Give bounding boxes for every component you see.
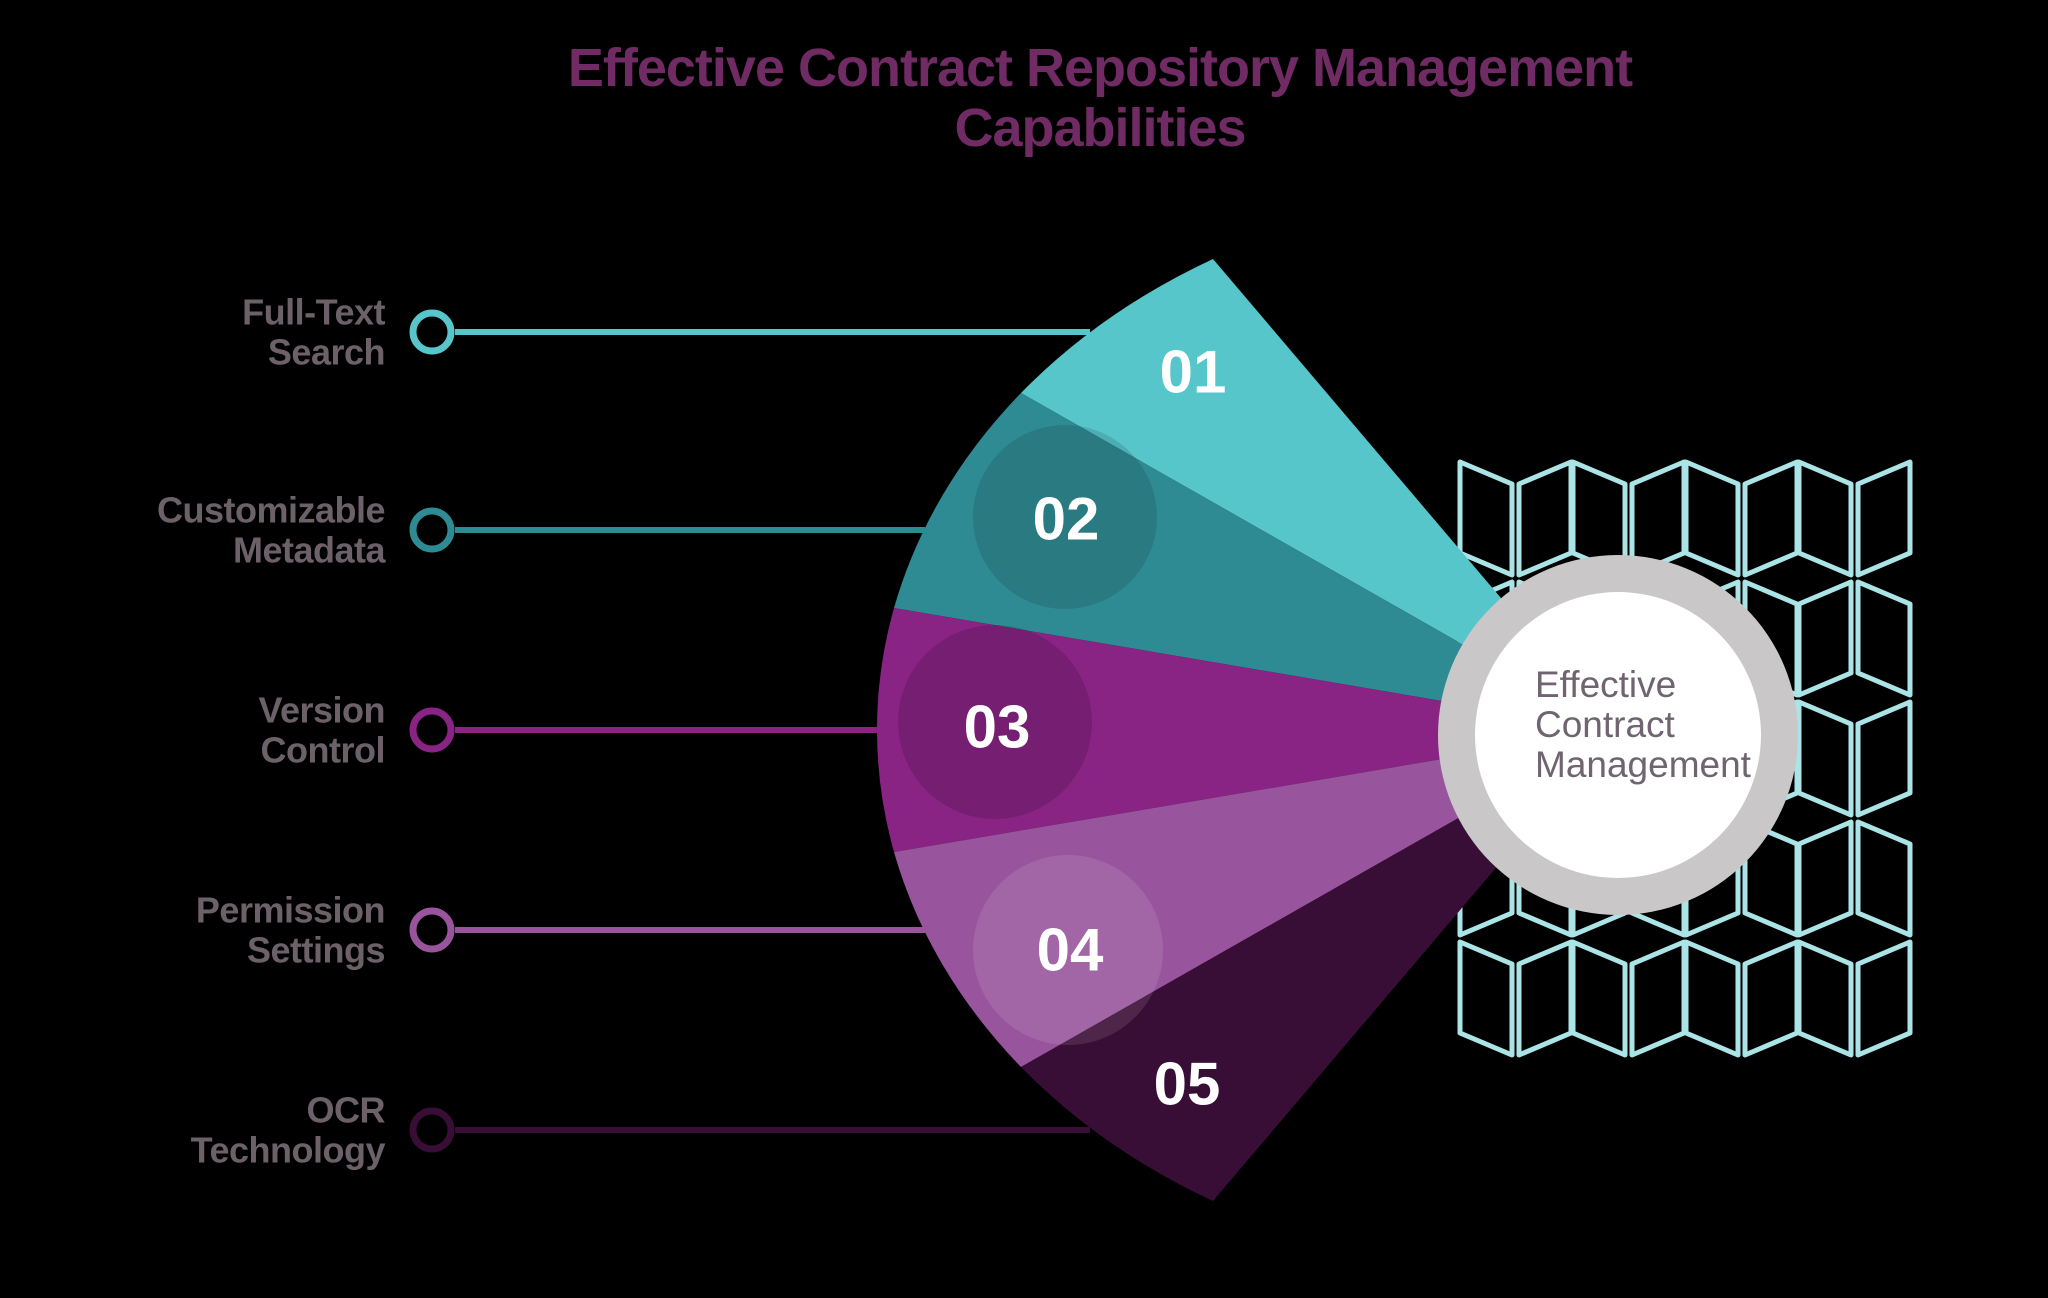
label-2-line-2: Metadata bbox=[233, 530, 387, 571]
label-1-line-2: Search bbox=[268, 332, 385, 373]
label-4-line-2: Settings bbox=[247, 930, 385, 971]
center-circle: Effective Contract Management bbox=[1438, 555, 1798, 915]
wedge-number-4: 04 bbox=[1037, 917, 1104, 984]
page-title: Effective Contract Repository Management… bbox=[568, 38, 1634, 158]
label-4-line-1: Permission bbox=[196, 890, 385, 931]
label-1-ring-icon bbox=[409, 309, 455, 355]
label-item-customizable-metadata: Customizable Metadata bbox=[157, 490, 925, 571]
fan-wedge-4 bbox=[894, 730, 1613, 1067]
label-rows: Full-Text Search Customizable Metadata V… bbox=[157, 292, 1090, 1171]
wedge-accent-circle-3 bbox=[898, 625, 1092, 819]
wedge-number-3: 03 bbox=[964, 694, 1031, 761]
fan-wedge-2 bbox=[894, 393, 1613, 730]
label-item-ocr-technology: OCR Technology bbox=[191, 1090, 1090, 1171]
label-item-version-control: Version Control bbox=[258, 690, 878, 771]
label-5-ring-icon bbox=[409, 1107, 455, 1153]
label-item-full-text-search: Full-Text Search bbox=[242, 292, 1090, 373]
wedge-accent-circle-4 bbox=[973, 855, 1163, 1045]
label-3-ring-icon bbox=[409, 707, 455, 753]
label-4-ring-icon bbox=[409, 907, 455, 953]
wedge-number-2: 02 bbox=[1033, 486, 1100, 553]
label-1-line-1: Full-Text bbox=[242, 292, 385, 333]
wedge-number-5: 05 bbox=[1154, 1051, 1221, 1118]
center-circle-face bbox=[1475, 592, 1761, 878]
center-text-line-1: Effective bbox=[1535, 664, 1676, 705]
wedge-accent-circle-2 bbox=[973, 425, 1157, 609]
fan-chart: 01 02 03 04 05 bbox=[877, 259, 1613, 1201]
center-text-line-3: Management bbox=[1535, 744, 1752, 785]
fan-wedge-1 bbox=[1021, 259, 1613, 730]
wedge-number-1: 01 bbox=[1160, 339, 1227, 406]
label-2-ring-icon bbox=[409, 507, 455, 553]
center-text-line-2: Contract bbox=[1535, 704, 1676, 745]
page-title-line-1: Effective Contract Repository Management bbox=[568, 38, 1633, 98]
label-5-line-1: OCR bbox=[307, 1090, 386, 1131]
label-item-permission-settings: Permission Settings bbox=[196, 890, 925, 971]
label-5-line-2: Technology bbox=[191, 1130, 386, 1171]
label-3-line-1: Version bbox=[258, 690, 385, 731]
label-2-line-1: Customizable bbox=[157, 490, 385, 531]
fan-wedge-5 bbox=[1021, 730, 1613, 1201]
fan-wedge-3 bbox=[877, 608, 1613, 852]
page-title-line-2: Capabilities bbox=[954, 98, 1245, 158]
label-3-line-2: Control bbox=[261, 730, 385, 771]
